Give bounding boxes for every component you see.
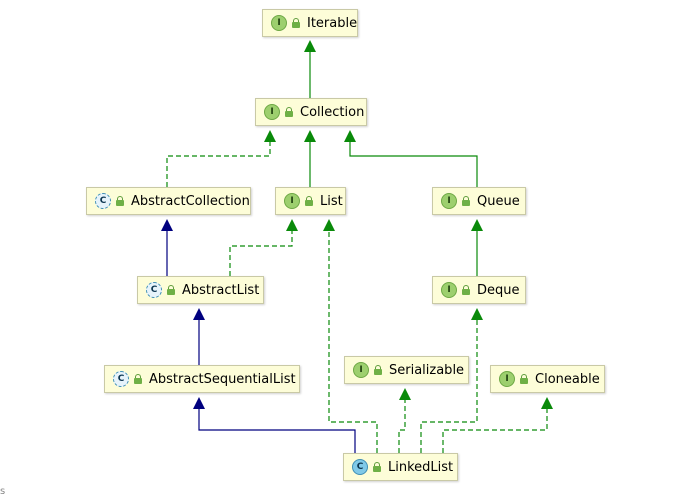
arrowhead-list-right (323, 219, 335, 231)
interface-icon: I (441, 282, 457, 298)
interface-icon: I (271, 15, 287, 31)
node-abstractcollection[interactable]: C AbstractCollection (86, 187, 251, 215)
edge-linkedlist-abstractsequentiallist (198, 407, 356, 453)
node-deque[interactable]: I Deque (432, 276, 526, 304)
lock-icon (374, 365, 382, 375)
node-linkedlist[interactable]: C LinkedList (343, 453, 458, 481)
arrowhead-collection-left (264, 130, 276, 142)
arrowhead-serializable (399, 388, 411, 400)
arrowhead-deque (471, 308, 483, 320)
lock-icon (462, 196, 470, 206)
interface-icon: I (264, 104, 280, 120)
node-abstractlist[interactable]: C AbstractList (137, 276, 264, 304)
node-serializable[interactable]: I Serializable (344, 356, 469, 384)
arrowhead-collection-mid (304, 130, 316, 142)
arrowhead-abstractlist (193, 308, 205, 320)
edge-linkedlist-deque (420, 318, 478, 453)
interface-icon: I (441, 193, 457, 209)
interface-icon: I (353, 362, 369, 378)
node-label: AbstractList (182, 282, 260, 298)
node-label: Cloneable (535, 371, 600, 387)
node-label: Deque (477, 282, 520, 298)
edge-linkedlist-list (328, 229, 378, 453)
corner-mark: s (0, 486, 6, 497)
class-icon: C (352, 459, 368, 475)
arrowhead-abstractcollection (161, 219, 173, 231)
node-label: LinkedList (388, 459, 454, 475)
interface-icon: I (499, 371, 515, 387)
edge-linkedlist-serializable (398, 398, 406, 453)
edge-abstractlist-list (229, 229, 293, 276)
edge-queue-collection (349, 140, 478, 187)
lock-icon (462, 285, 470, 295)
lock-icon (292, 18, 300, 28)
node-cloneable[interactable]: I Cloneable (490, 365, 605, 393)
lock-icon (116, 196, 124, 206)
abstract-class-icon: C (146, 282, 162, 298)
edge-linkedlist-cloneable (442, 407, 548, 453)
arrowhead-list-left (286, 219, 298, 231)
lock-icon (520, 374, 528, 384)
node-label: Iterable (307, 15, 358, 31)
arrowhead-cloneable (541, 397, 553, 409)
edge-abstractcollection-collection (166, 140, 271, 187)
node-label: Queue (477, 193, 520, 209)
node-iterable[interactable]: I Iterable (262, 9, 358, 37)
interface-icon: I (284, 193, 300, 209)
lock-icon (285, 107, 293, 117)
arrowhead-iterable (304, 40, 316, 52)
lock-icon (167, 285, 175, 295)
arrowhead-queue (471, 219, 483, 231)
lock-icon (134, 374, 142, 384)
node-abstractsequentiallist[interactable]: C AbstractSequentialList (104, 365, 300, 393)
node-label: Collection (300, 104, 365, 120)
arrowhead-abstractsequentiallist (193, 397, 205, 409)
lock-icon (305, 196, 313, 206)
node-queue[interactable]: I Queue (432, 187, 526, 215)
node-collection[interactable]: I Collection (255, 98, 367, 126)
node-label: Serializable (389, 362, 465, 378)
lock-icon (373, 462, 381, 472)
node-list[interactable]: I List (275, 187, 346, 215)
node-label: AbstractSequentialList (149, 371, 296, 387)
arrowhead-collection-right (344, 130, 356, 142)
node-label: AbstractCollection (131, 193, 250, 209)
node-label: List (320, 193, 343, 209)
abstract-class-icon: C (95, 193, 111, 209)
abstract-class-icon: C (113, 371, 129, 387)
